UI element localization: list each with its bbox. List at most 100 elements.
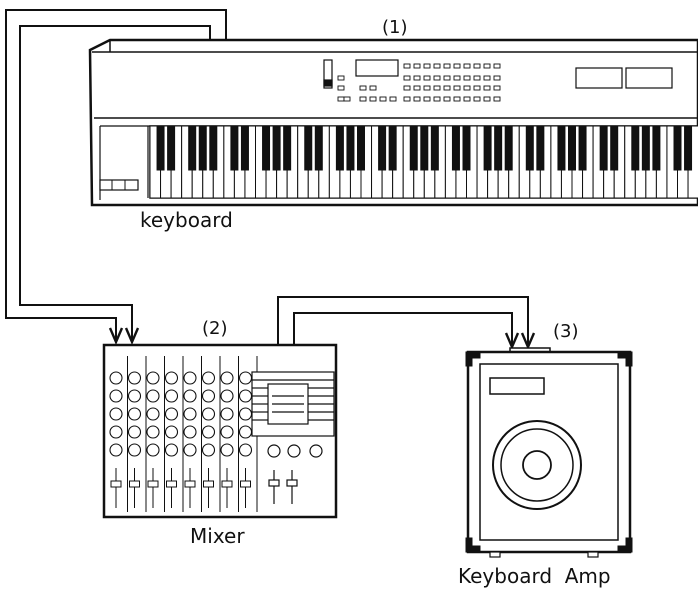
panel-button [414, 64, 420, 68]
panel-button [434, 64, 440, 68]
black-key [231, 126, 238, 170]
channel-knob [147, 444, 159, 456]
black-key [579, 126, 586, 170]
panel-button [338, 76, 344, 80]
channel-knob [110, 444, 122, 456]
channel-knob [166, 390, 178, 402]
channel-knob [110, 372, 122, 384]
keyboard-label: keyboard [140, 208, 233, 232]
channel-knob [129, 390, 141, 402]
panel-button [464, 86, 470, 90]
black-key [168, 126, 175, 170]
channel-knob [129, 408, 141, 420]
channel-knob [184, 408, 196, 420]
panel-button [424, 76, 430, 80]
channel-knob [110, 408, 122, 420]
black-key [199, 126, 206, 170]
mixer-label: Mixer [190, 524, 245, 548]
panel-button [454, 86, 460, 90]
channel-knob [129, 372, 141, 384]
panel-button [474, 64, 480, 68]
panel-button [454, 76, 460, 80]
channel-knob [166, 444, 178, 456]
panel-button [390, 97, 396, 101]
amp-number-label: (3) [553, 321, 579, 342]
black-key [611, 126, 618, 170]
panel-button [494, 76, 500, 80]
channel-knob [203, 426, 215, 438]
black-key [284, 126, 291, 170]
panel-button [484, 64, 490, 68]
panel-button [424, 64, 430, 68]
black-key [315, 126, 322, 170]
black-keys [157, 126, 692, 170]
black-key [674, 126, 681, 170]
black-key [305, 126, 312, 170]
channel-knob [166, 372, 178, 384]
channel-knob [184, 426, 196, 438]
black-key [526, 126, 533, 170]
black-key [505, 126, 512, 170]
panel-button [424, 97, 430, 101]
channel-knob [166, 426, 178, 438]
channel-knob [203, 408, 215, 420]
channel-knob [240, 408, 252, 420]
black-key [452, 126, 459, 170]
panel-button [404, 76, 410, 80]
panel-button [338, 86, 344, 90]
black-key [642, 126, 649, 170]
panel-button [494, 97, 500, 101]
black-key [273, 126, 280, 170]
amp-label: Keyboard Amp [458, 564, 611, 588]
black-key [632, 126, 639, 170]
channel-knob [147, 372, 159, 384]
fader-cap [111, 481, 121, 487]
black-key [358, 126, 365, 170]
fader-cap [130, 481, 140, 487]
black-key [537, 126, 544, 170]
black-key [263, 126, 270, 170]
mixer-number-label: (2) [202, 318, 228, 339]
black-key [379, 126, 386, 170]
channel-knob [147, 408, 159, 420]
channel-knob [184, 390, 196, 402]
panel-button [370, 97, 376, 101]
panel-button [434, 86, 440, 90]
panel-button [360, 86, 366, 90]
black-key [431, 126, 438, 170]
channel-knob [147, 390, 159, 402]
panel-button [444, 76, 450, 80]
panel-button [370, 86, 376, 90]
channel-knob [184, 372, 196, 384]
fader-cap [241, 481, 251, 487]
black-key [421, 126, 428, 170]
black-key [558, 126, 565, 170]
keyboard-mod-wheels [100, 180, 138, 190]
panel-button [344, 97, 350, 101]
panel-button [464, 76, 470, 80]
black-key [569, 126, 576, 170]
panel-button [494, 64, 500, 68]
channel-knob [240, 372, 252, 384]
black-key [347, 126, 354, 170]
black-key [600, 126, 607, 170]
channel-knob [221, 390, 233, 402]
panel-button [424, 86, 430, 90]
black-key [484, 126, 491, 170]
black-key [495, 126, 502, 170]
panel-button [484, 86, 490, 90]
black-key [241, 126, 248, 170]
panel-button [454, 64, 460, 68]
channel-knob [221, 372, 233, 384]
panel-button [338, 97, 344, 101]
keyboard-amp [466, 348, 632, 557]
black-key [210, 126, 217, 170]
black-key [336, 126, 343, 170]
black-key [653, 126, 660, 170]
black-key [157, 126, 164, 170]
panel-button [444, 64, 450, 68]
panel-button [494, 86, 500, 90]
channel-knob [166, 408, 178, 420]
black-key [410, 126, 417, 170]
panel-button [464, 64, 470, 68]
